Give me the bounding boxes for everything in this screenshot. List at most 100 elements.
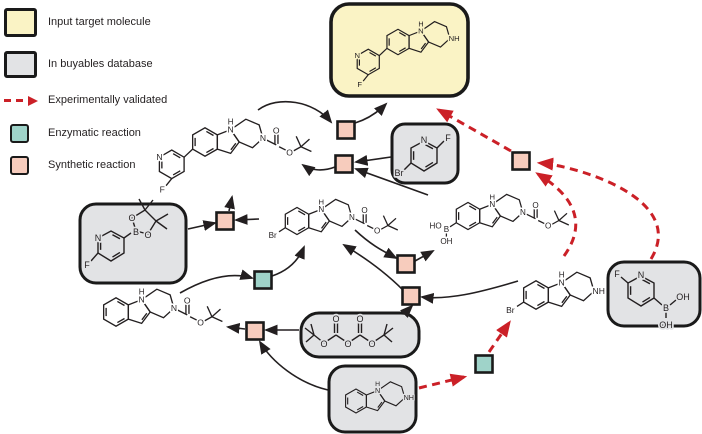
atom-label: O: [320, 339, 327, 349]
aromatic-bond: [356, 391, 364, 397]
atom-label: B: [663, 303, 669, 313]
atom-label: O: [184, 295, 191, 305]
ring-bond: [491, 193, 524, 223]
bond: [123, 232, 132, 239]
ring-bond: [284, 206, 310, 236]
aromatic-bond: [398, 47, 406, 53]
aromatic-bond: [537, 283, 545, 290]
bond: [347, 334, 361, 344]
bond: [378, 47, 388, 57]
reaction-edges: [179, 100, 519, 391]
bond: [310, 323, 315, 336]
aromatic-bond: [297, 210, 306, 216]
bond: [304, 327, 315, 336]
atom-label: N: [156, 152, 162, 162]
bond: [382, 215, 389, 226]
bond: [449, 222, 457, 228]
atom-label: F: [84, 260, 90, 270]
legend-validated-arrowhead-icon: [28, 95, 38, 106]
legend-label-validated: Experimentally validated: [48, 94, 168, 106]
legend-label-target: Input target molecule: [48, 16, 151, 28]
bond: [669, 299, 677, 306]
edge-bromoboc-to-suzuki2: [233, 214, 260, 225]
atom-label: O: [332, 314, 339, 324]
atom-label: NH: [404, 393, 414, 402]
bond: [206, 306, 213, 318]
ring-bond: [455, 201, 481, 231]
node-box-target: [329, 2, 470, 98]
reaction-suzuki-validated: [511, 151, 531, 171]
bond: [278, 146, 287, 152]
bond: [155, 213, 169, 222]
bond: [653, 297, 663, 306]
ring-bond: [547, 281, 572, 308]
aromatic-bond: [398, 31, 406, 37]
bond: [366, 224, 375, 230]
edge-protection-to-boccarboline: [225, 322, 246, 334]
legend-label-buyable: In buyables database: [48, 58, 153, 70]
atom-label: HO: [430, 222, 442, 231]
legend-label-synthetic: Synthetic reaction: [48, 159, 136, 171]
bond: [550, 219, 560, 226]
atom-label: F: [357, 80, 362, 89]
aromatic-bond: [377, 401, 383, 408]
legend-buyable-swatch: [4, 51, 37, 78]
bond: [138, 198, 146, 211]
bond: [403, 162, 412, 171]
bond: [292, 146, 302, 153]
aromatic-bond: [369, 51, 377, 57]
atom-label: O: [356, 314, 363, 324]
bond: [558, 219, 570, 226]
bond: [313, 334, 325, 344]
bond: [300, 138, 310, 148]
bond: [379, 224, 389, 231]
reaction-enzymatic-halogenation: [474, 354, 494, 374]
atom-label: Br: [395, 168, 404, 178]
aromatic-bond: [468, 205, 477, 211]
bond: [211, 316, 223, 323]
bond: [144, 199, 154, 211]
legend-label-enzymatic: Enzymatic reaction: [48, 127, 141, 139]
edge-boronicboc-to-suzuki: [354, 167, 429, 196]
atom-label: NH: [593, 286, 605, 296]
atom-label: N: [421, 135, 428, 145]
ring-bond: [191, 126, 219, 158]
aromatic-bond: [425, 144, 434, 150]
ring-bond: [408, 30, 430, 53]
bond: [203, 316, 213, 323]
edge-bromoboc-to-borylation: [354, 229, 398, 259]
aromatic-bond: [297, 226, 306, 232]
atom-label: O: [374, 227, 380, 236]
atom-label: O: [368, 339, 375, 349]
reaction-boc-protection-bromo: [401, 286, 421, 306]
atom-label: N: [418, 27, 424, 36]
atom-label: Br: [506, 305, 515, 315]
edge-boc2o-to-protection2: [399, 304, 414, 319]
reaction-suzuki-boronic-boc: [334, 154, 354, 174]
edge-validated-boronicacid-to-suzuki: [536, 157, 660, 260]
aromatic-bond: [420, 42, 427, 50]
ring-bond: [479, 203, 502, 228]
atom-label: NH: [449, 34, 460, 43]
ring-bond: [131, 209, 157, 235]
node-box-tetrahydro-carboline: [327, 364, 418, 434]
atom-label: OH: [676, 292, 690, 302]
bond: [305, 334, 315, 343]
edge-suzuki-to-bocfpy: [301, 163, 336, 177]
bond: [371, 334, 385, 344]
aromatic-bond: [642, 279, 651, 285]
atom-label: N: [638, 270, 645, 280]
atom-label: N: [559, 278, 565, 288]
atom-label: N: [489, 200, 495, 209]
atom-label: N: [354, 51, 360, 60]
atom-label: B: [444, 225, 449, 234]
reaction-enzymatic-halogenation-boc: [253, 270, 273, 290]
node-box-bromofluoropyridine: [390, 122, 460, 185]
bond: [553, 210, 560, 221]
bond: [355, 218, 365, 225]
